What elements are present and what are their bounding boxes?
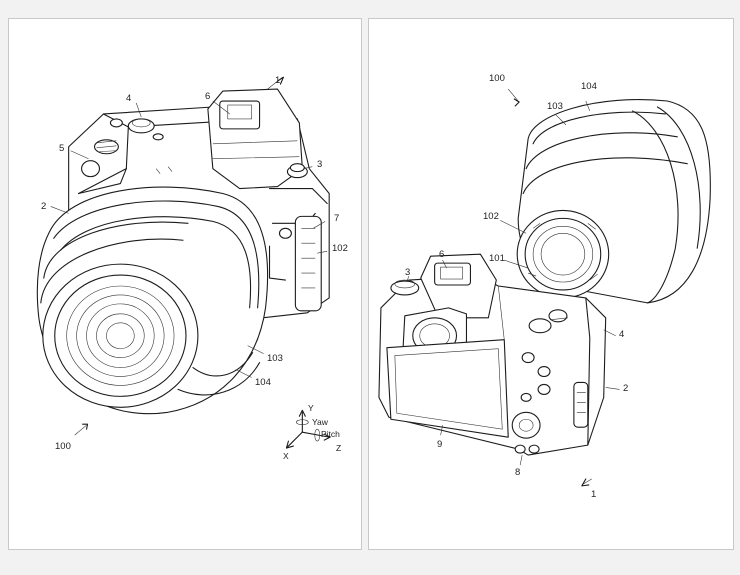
label-103: 103 xyxy=(267,353,283,364)
label-103: 103 xyxy=(547,101,563,112)
label-104: 104 xyxy=(581,81,597,92)
axis-z-label: Z xyxy=(336,443,342,453)
axis-pitch-label: Pitch xyxy=(321,429,340,439)
label-3: 3 xyxy=(317,159,323,170)
label-6: 6 xyxy=(205,91,211,102)
label-7: 7 xyxy=(334,213,340,224)
label-1: 1 xyxy=(275,75,281,86)
camera-front-drawing xyxy=(36,76,331,449)
label-100: 100 xyxy=(55,441,71,452)
label-4: 4 xyxy=(126,93,132,104)
axis-x-label: X xyxy=(283,451,289,461)
label-101: 101 xyxy=(489,253,505,264)
label-4: 4 xyxy=(619,329,625,340)
label-102: 102 xyxy=(332,243,348,254)
label-2: 2 xyxy=(41,201,47,212)
label-5: 5 xyxy=(59,143,65,154)
label-3: 3 xyxy=(405,267,411,278)
coordinate-axes xyxy=(285,409,331,449)
label-2: 2 xyxy=(623,383,629,394)
label-1: 1 xyxy=(591,489,597,500)
camera-rear-drawing xyxy=(378,88,711,487)
label-100: 100 xyxy=(489,73,505,84)
label-104: 104 xyxy=(255,377,271,388)
figure-panel-front-view: 1 4 6 5 3 2 7 102 103 104 100 Y Yaw Pitc… xyxy=(8,18,362,550)
figure-panel-rear-view: 100 104 103 102 101 6 3 4 2 9 8 1 xyxy=(368,18,734,550)
axis-yaw-label: Yaw xyxy=(312,417,328,427)
label-6: 6 xyxy=(439,249,445,260)
label-102: 102 xyxy=(483,211,499,222)
label-8: 8 xyxy=(515,467,521,478)
label-9: 9 xyxy=(437,439,443,450)
axis-y-label: Y xyxy=(308,403,314,413)
